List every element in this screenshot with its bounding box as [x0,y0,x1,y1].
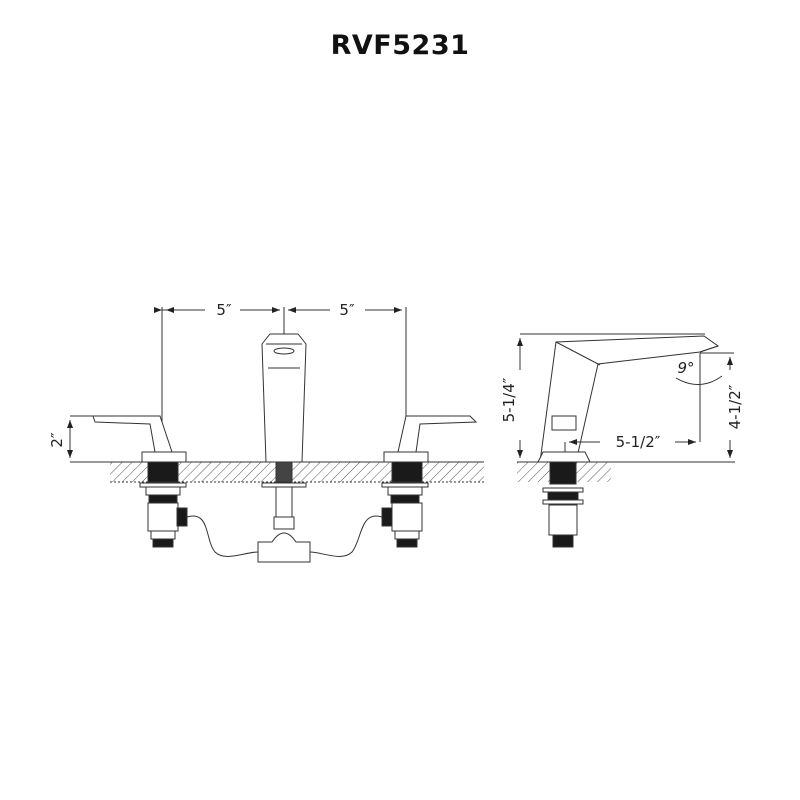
model-title: RVF5231 [330,30,470,61]
countertop-section [110,462,484,482]
right-handle [381,415,478,548]
center-spout [257,333,311,563]
front-view [67,307,484,563]
dim-spout-angle: 9° [677,359,694,377]
dim-spout-reach: 5-1/2″ [616,433,661,451]
dim-overall-height: 5-1/4″ [500,377,518,422]
dim-left-spacing: 5″ [216,301,232,319]
side-view [517,333,735,548]
dim-spout-height: 4-1/2″ [726,384,744,429]
dim-handle-height: 2″ [48,432,66,448]
dim-right-spacing: 5″ [339,301,355,319]
left-handle [92,415,188,548]
